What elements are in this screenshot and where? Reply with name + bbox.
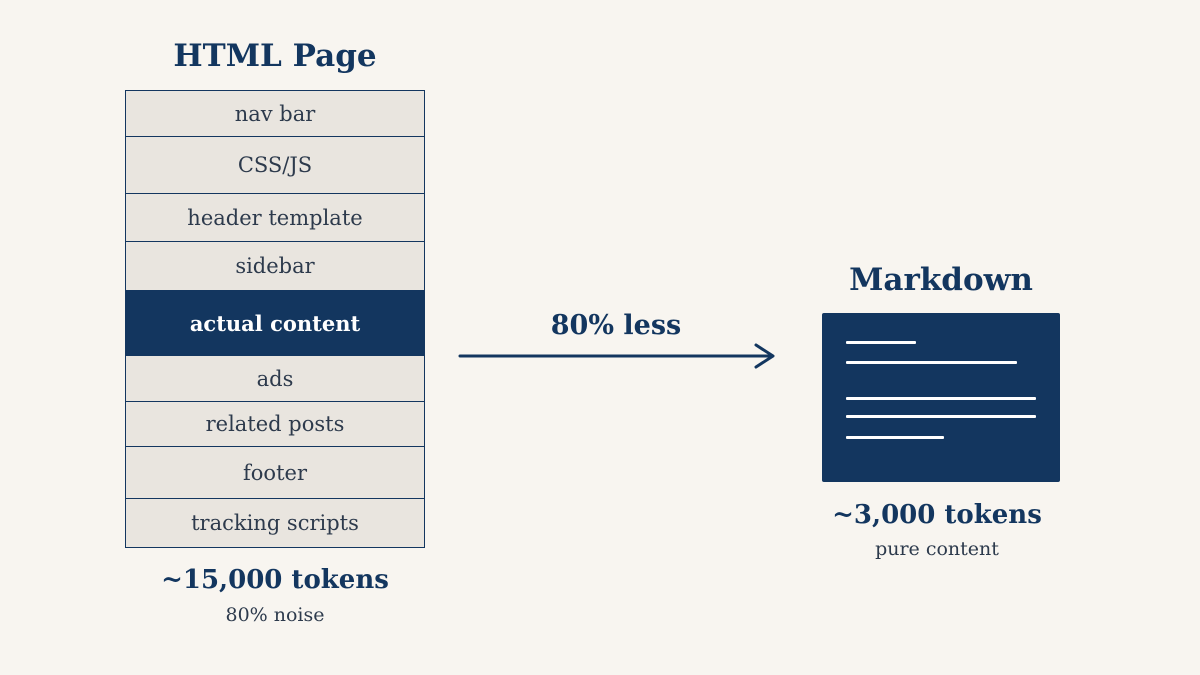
layer-sidebar: sidebar [126, 241, 424, 290]
doc-line [846, 436, 944, 439]
layer-related-posts: related posts [126, 401, 424, 446]
layer-label: ads [256, 366, 294, 391]
layer-label: header template [187, 205, 363, 230]
layer-footer: footer [126, 446, 424, 498]
markdown-content-note: pure content [875, 538, 999, 560]
doc-line [846, 361, 1017, 364]
layer-label: related posts [205, 412, 345, 436]
layer-ads: ads [126, 355, 424, 401]
html-tokens-count: ~15,000 tokens [161, 565, 389, 595]
html-page-stack: nav bar CSS/JS header template sidebar a… [125, 90, 425, 548]
layer-label: actual content [189, 310, 361, 336]
doc-line [846, 397, 1036, 400]
layer-label: nav bar [234, 101, 316, 126]
document-icon [822, 313, 1060, 482]
layer-label: CSS/JS [237, 153, 313, 177]
layer-nav-bar: nav bar [126, 91, 424, 136]
doc-line [846, 341, 916, 344]
layer-css-js: CSS/JS [126, 136, 424, 193]
layer-label: footer [243, 460, 307, 485]
layer-label: tracking scripts [191, 510, 359, 535]
html-noise-note: 80% noise [225, 604, 325, 626]
html-page-title: HTML Page [173, 38, 377, 74]
layer-tracking-scripts: tracking scripts [126, 498, 424, 546]
arrow-right-icon [458, 343, 775, 369]
layer-header-template: header template [126, 193, 424, 241]
reduction-label: 80% less [550, 310, 682, 341]
layer-actual-content: actual content [126, 290, 424, 355]
doc-line [846, 415, 1036, 418]
layer-label: sidebar [235, 254, 315, 278]
markdown-title: Markdown [849, 262, 1033, 298]
markdown-tokens-count: ~3,000 tokens [832, 500, 1042, 530]
